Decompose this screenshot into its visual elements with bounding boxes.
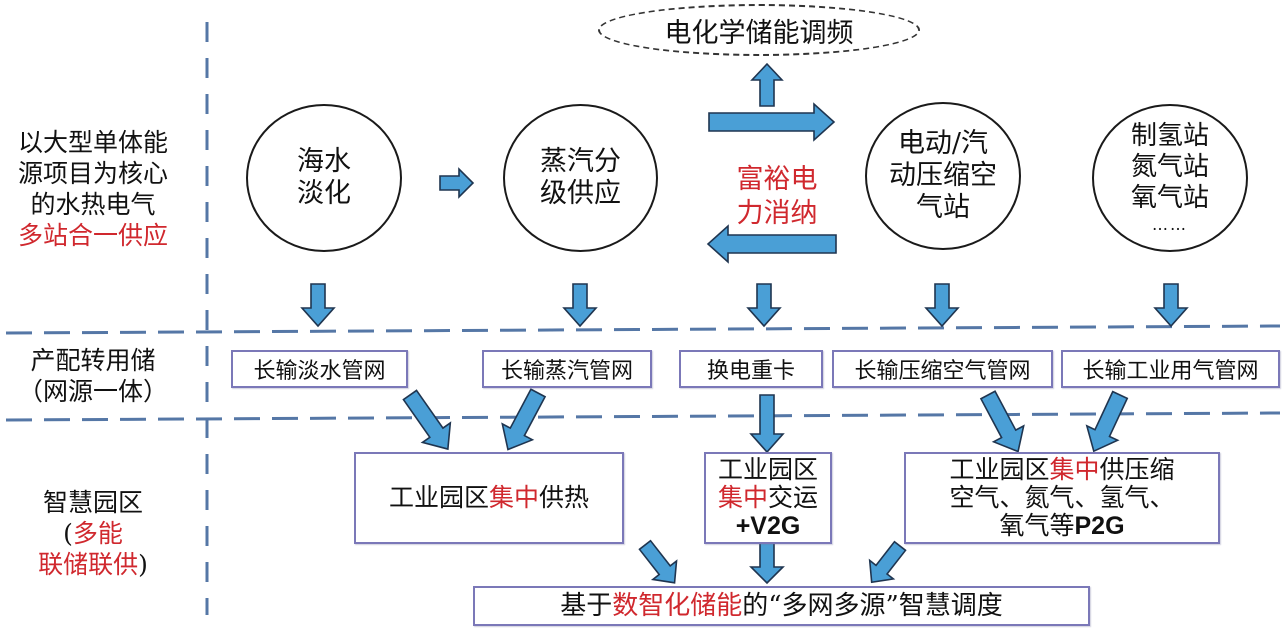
text-latin: P2G [1074, 512, 1125, 540]
park-box-gas: 工业园区集中供压缩 空气、氮气、氢气、 氧气等P2G [904, 452, 1220, 544]
pipe-box-water: 长输淡水管网 [231, 350, 408, 388]
arrow-heating-to-dispatch-icon [638, 539, 678, 584]
pipe-box-industrial-gas: 长输工业用气管网 [1061, 350, 1280, 388]
text-span: 交运 [768, 483, 819, 512]
arrow-up-to-storage-icon [750, 62, 784, 107]
node-label: 制氢站 [1130, 120, 1209, 151]
source-node-gas-stations: 制氢站 氮气站 氧气站 …… [1092, 104, 1248, 252]
source-node-desalination: 海水 淡化 [246, 104, 402, 252]
paren-open: ( [63, 519, 73, 548]
text-highlight: 数智化储能 [612, 591, 743, 621]
node-label: 电化学储能调频 [664, 17, 854, 49]
node-label: …… [1151, 214, 1188, 234]
pipe-label: 长输蒸汽管网 [500, 359, 633, 384]
pipe-label: 长输淡水管网 [253, 359, 386, 384]
park-label: 空气、氮气、氢气、 [949, 483, 1175, 512]
text-span: 基于 [560, 591, 613, 621]
row-label-highlight: 多站合一供应 [17, 221, 168, 250]
text-span: 供热 [539, 483, 590, 512]
row-label-line: 产配转用储 [30, 346, 156, 375]
row-label-highlight: 联储联供 [38, 550, 139, 579]
arrow-left-to-steam-icon [706, 224, 837, 264]
park-label: 工业园区 [717, 455, 818, 484]
node-label: 蒸汽分 [540, 146, 621, 177]
text-highlight: 集中 [1049, 455, 1100, 484]
arrow-right-to-air-icon [708, 102, 836, 142]
horizontal-divider-top [5, 324, 1281, 335]
text-span: 工业园区 [949, 455, 1050, 484]
row-label-highlight: 多能 [72, 519, 123, 548]
node-label: 级供应 [540, 178, 621, 209]
park-box-transport: 工业园区 集中交运 +V2G [704, 452, 832, 544]
text-span: 的“多网多源”智慧调度 [742, 591, 1003, 621]
pipe-box-compressed-air: 长输压缩空气管网 [832, 350, 1053, 388]
arrow-air-to-gas-icon [979, 390, 1025, 453]
park-box-heating: 工业园区集中供热 [354, 452, 624, 544]
arrow-gaspipe-to-gas-icon [1085, 390, 1129, 453]
node-label: 氧气站 [1130, 182, 1209, 213]
row-label-line: 源项目为核心 [17, 159, 168, 188]
arrow-water-to-heating-icon [402, 389, 452, 451]
electrochemical-storage-node: 电化学储能调频 [598, 4, 920, 56]
arrow-down-power-icon [746, 283, 782, 328]
pipe-label: 长输压缩空气管网 [854, 359, 1031, 384]
arrow-gas-to-dispatch-icon [868, 540, 907, 584]
park-label: 氧气等P2G [949, 511, 1174, 541]
arrow-down-desal-icon [300, 283, 336, 328]
arrow-down-air-icon [924, 283, 960, 328]
dispatch-label: 基于数智化储能的“多网多源”智慧调度 [560, 591, 1003, 621]
text-highlight: 集中 [717, 483, 768, 512]
row-label-line: (多能 [0, 518, 186, 549]
arrow-transport-to-dispatch-icon [749, 542, 785, 585]
row-label-line: 以大型单体能 [17, 128, 168, 157]
row-label-line: 的水热电气 [30, 190, 156, 219]
node-label: 气站 [916, 192, 970, 223]
row-label-sources: 以大型单体能 源项目为核心 的水热电气 多站合一供应 [0, 127, 186, 251]
pipe-box-battery-swap: 换电重卡 [679, 350, 823, 388]
arrow-desal-to-steam-icon [439, 167, 475, 199]
arrow-down-steam-icon [562, 283, 598, 328]
surplus-power-hub: 富裕电 力消纳 [712, 163, 842, 231]
row-label-line: 智慧园区 [42, 488, 143, 517]
node-label: 淡化 [297, 178, 351, 209]
source-node-steam: 蒸汽分 级供应 [503, 104, 658, 252]
horizontal-divider-bottom [5, 411, 1281, 422]
dispatch-box: 基于数智化储能的“多网多源”智慧调度 [473, 586, 1090, 626]
park-label: 工业园区集中供热 [389, 483, 589, 513]
text-span: 工业园区 [388, 483, 489, 512]
source-node-compressed-air: 电动/汽 动压缩空 气站 [865, 102, 1021, 250]
paren-close: ) [138, 550, 148, 579]
hub-label: 力消纳 [736, 198, 818, 229]
node-label: 海水 [297, 146, 351, 177]
park-label: +V2G [735, 512, 801, 540]
text-highlight: 集中 [488, 483, 539, 512]
text-span: 供压缩 [1099, 455, 1175, 484]
arrow-down-gas-icon [1153, 283, 1189, 328]
arrow-swap-to-transport-icon [749, 394, 785, 454]
row-label-line: （网源一体） [17, 377, 168, 406]
node-label: 电动/汽 [897, 128, 989, 159]
arrow-steam-to-heating-icon [501, 388, 547, 451]
row-label-smart-park: 智慧园区 (多能 联储联供) [0, 487, 186, 580]
pipe-label: 换电重卡 [706, 359, 795, 384]
hub-label: 富裕电 [736, 164, 818, 195]
row-label-networks: 产配转用储 （网源一体） [0, 345, 186, 407]
park-label: 工业园区集中供压缩 [949, 456, 1174, 484]
park-label: 集中交运 [718, 484, 818, 512]
pipe-box-steam: 长输蒸汽管网 [482, 350, 652, 388]
node-label: 氮气站 [1130, 151, 1209, 182]
node-label: 动压缩空 [889, 160, 997, 191]
text-span: 氧气等 [999, 511, 1075, 540]
row-label-line: 联储联供) [0, 549, 186, 580]
pipe-label: 长输工业用气管网 [1082, 359, 1259, 384]
